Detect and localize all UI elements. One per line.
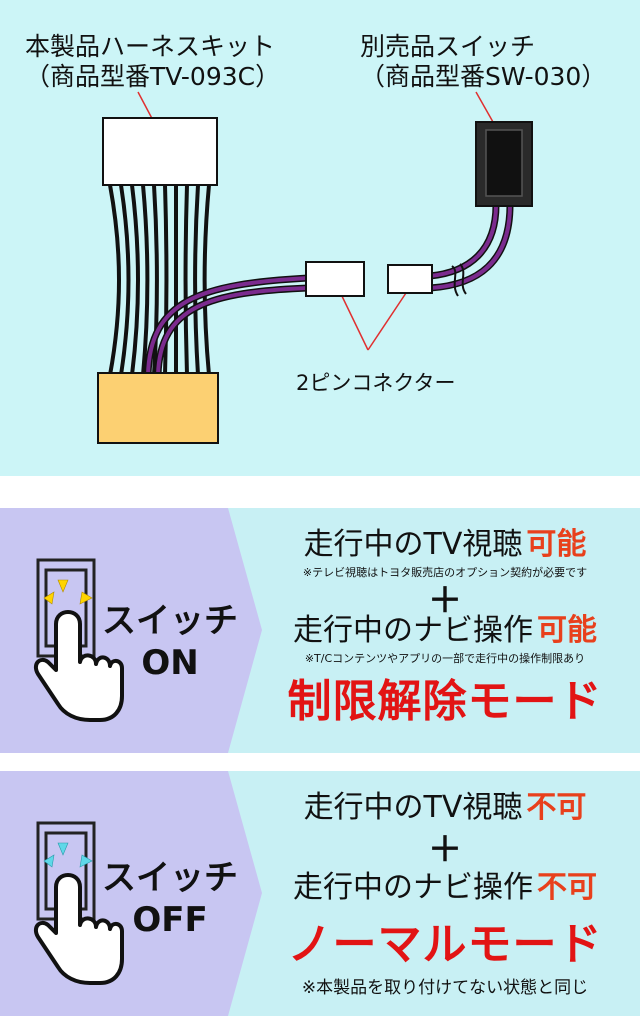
harness-caption: 本製品ハーネスキット （商品型番TV-093C） bbox=[25, 32, 315, 92]
connector-leader-line-right bbox=[367, 289, 409, 351]
plus-sign: ＋ bbox=[428, 581, 462, 621]
mode-off-panel: スイッチ OFF 走行中のTV視聴不可 ＋ 走行中のナビ操作不可 ノーマルモード… bbox=[0, 771, 640, 1016]
footnote: ※本製品を取り付けてない状態と同じ bbox=[301, 978, 589, 998]
cable-break-mark bbox=[451, 263, 467, 297]
harness-caption-line2: （商品型番TV-093C） bbox=[25, 62, 281, 91]
connector-label: 2ピンコネクター bbox=[296, 371, 456, 395]
nav-status: 不可 bbox=[537, 870, 597, 905]
mode-name-normal: ノーマルモード bbox=[287, 919, 603, 970]
mode-off-background bbox=[0, 771, 640, 1016]
tv-row: 走行中のTV視聴不可 bbox=[250, 789, 640, 827]
switch-caption: 別売品スイッチ （商品型番SW-030） bbox=[360, 32, 630, 92]
harness-connector-top bbox=[102, 117, 218, 186]
indicator-triangles-icon bbox=[43, 579, 93, 605]
tv-row: 走行中のTV視聴可能 bbox=[250, 526, 640, 564]
nav-row: 走行中のナビ操作不可 bbox=[250, 869, 640, 907]
switch-on-label: スイッチ ON bbox=[102, 601, 238, 683]
harness-caption-line1: 本製品ハーネスキット bbox=[25, 32, 276, 61]
wiring-diagram bbox=[97, 91, 533, 444]
mode-on-background bbox=[0, 508, 640, 753]
switch-off-label: スイッチ OFF bbox=[102, 858, 238, 940]
nav-text: 走行中のナビ操作 bbox=[293, 870, 533, 905]
nav-text: 走行中のナビ操作 bbox=[293, 613, 533, 648]
switch-rocker bbox=[485, 129, 523, 197]
nav-note: ※T/Cコンテンツやアプリの一部で走行中の操作制限あり bbox=[304, 652, 586, 665]
nav-row: 走行中のナビ操作可能 bbox=[250, 612, 640, 650]
harness-wires bbox=[108, 184, 211, 376]
mode-name-unrestricted: 制限解除モード bbox=[287, 676, 603, 727]
plus-sign: ＋ bbox=[428, 830, 462, 870]
two-pin-connector-male bbox=[305, 261, 365, 297]
pointing-hand-icon bbox=[33, 610, 124, 722]
pointing-hand-icon bbox=[33, 873, 124, 985]
tv-status: 可能 bbox=[526, 527, 587, 562]
tv-status: 不可 bbox=[526, 790, 587, 825]
connector-leader-line-left bbox=[339, 291, 369, 351]
switch-caption-line1: 別売品スイッチ bbox=[360, 32, 536, 61]
two-pin-connector-female bbox=[387, 264, 433, 294]
harness-connector-bottom bbox=[97, 372, 219, 444]
indicator-triangles-icon bbox=[43, 842, 93, 868]
tv-text: 走行中のTV視聴 bbox=[303, 790, 523, 825]
mode-on-panel: スイッチ ON 走行中のTV視聴可能 ※テレビ視聴はトヨタ販売店のオプション契約… bbox=[0, 508, 640, 753]
tv-text: 走行中のTV視聴 bbox=[303, 527, 523, 562]
nav-status: 可能 bbox=[537, 613, 597, 648]
tv-note: ※テレビ視聴はトヨタ販売店のオプション契約が必要です bbox=[302, 566, 588, 579]
switch-caption-line2: （商品型番SW-030） bbox=[360, 62, 607, 91]
wiring-diagram-panel: 本製品ハーネスキット （商品型番TV-093C） 別売品スイッチ （商品型番SW… bbox=[0, 0, 640, 476]
